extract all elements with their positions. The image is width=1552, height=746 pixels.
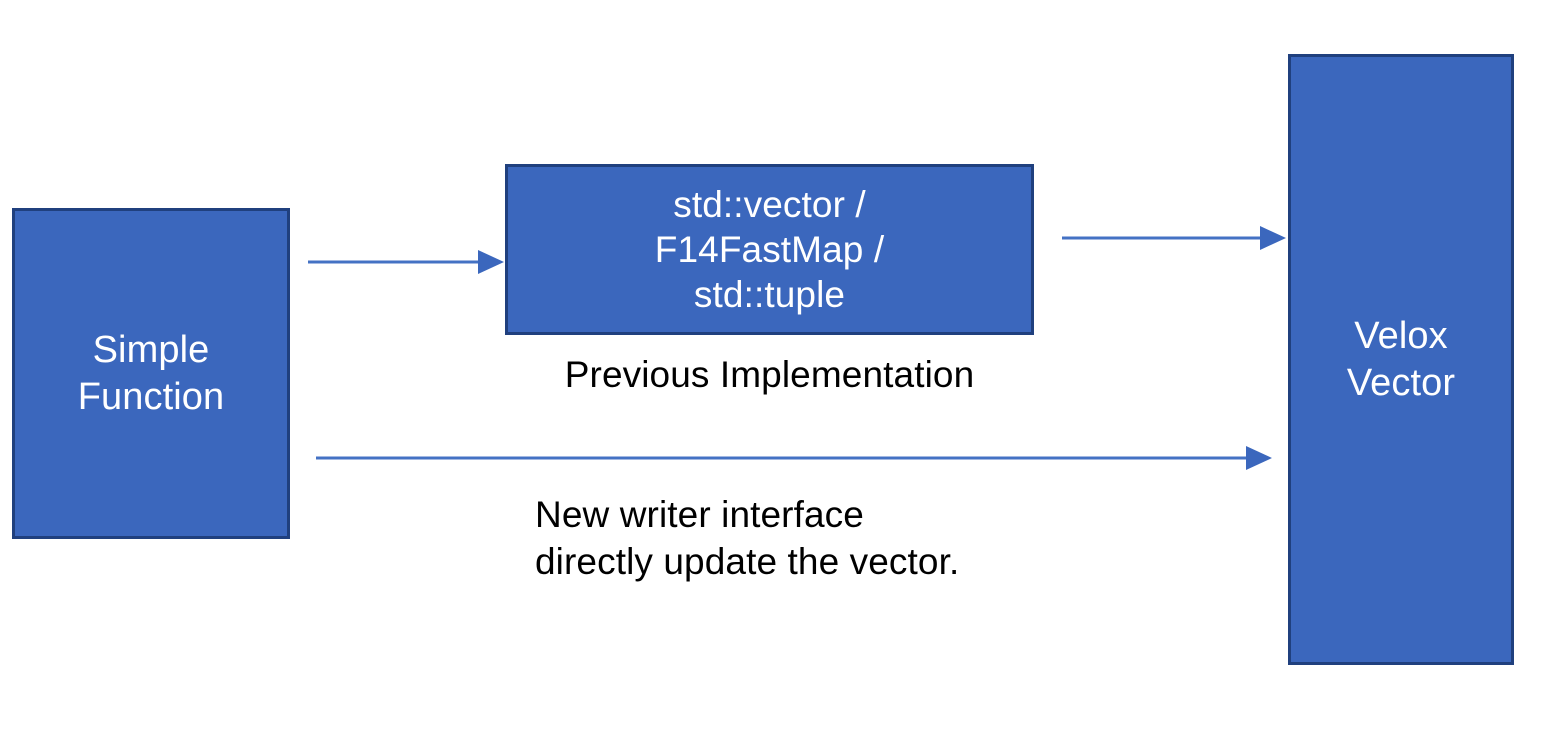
arrow-function-to-previous-icon (308, 250, 504, 274)
arrow-previous-to-velox-icon (1062, 226, 1286, 250)
box-previous-implementation-label: std::vector / F14FastMap / std::tuple (654, 183, 885, 316)
caption-previous-implementation: Previous Implementation (564, 354, 975, 395)
arrow-function-to-velox-icon (316, 446, 1272, 470)
box-velox-vector[interactable]: Velox Vector (1288, 54, 1514, 665)
box-simple-function-label: Simple Function (77, 329, 225, 418)
box-simple-function[interactable]: Simple Function (12, 208, 290, 539)
caption-new-writer-interface: New writer interface directly update the… (535, 494, 960, 583)
box-velox-vector-label: Velox Vector (1346, 315, 1456, 404)
box-previous-implementation[interactable]: std::vector / F14FastMap / std::tuple (505, 164, 1034, 335)
